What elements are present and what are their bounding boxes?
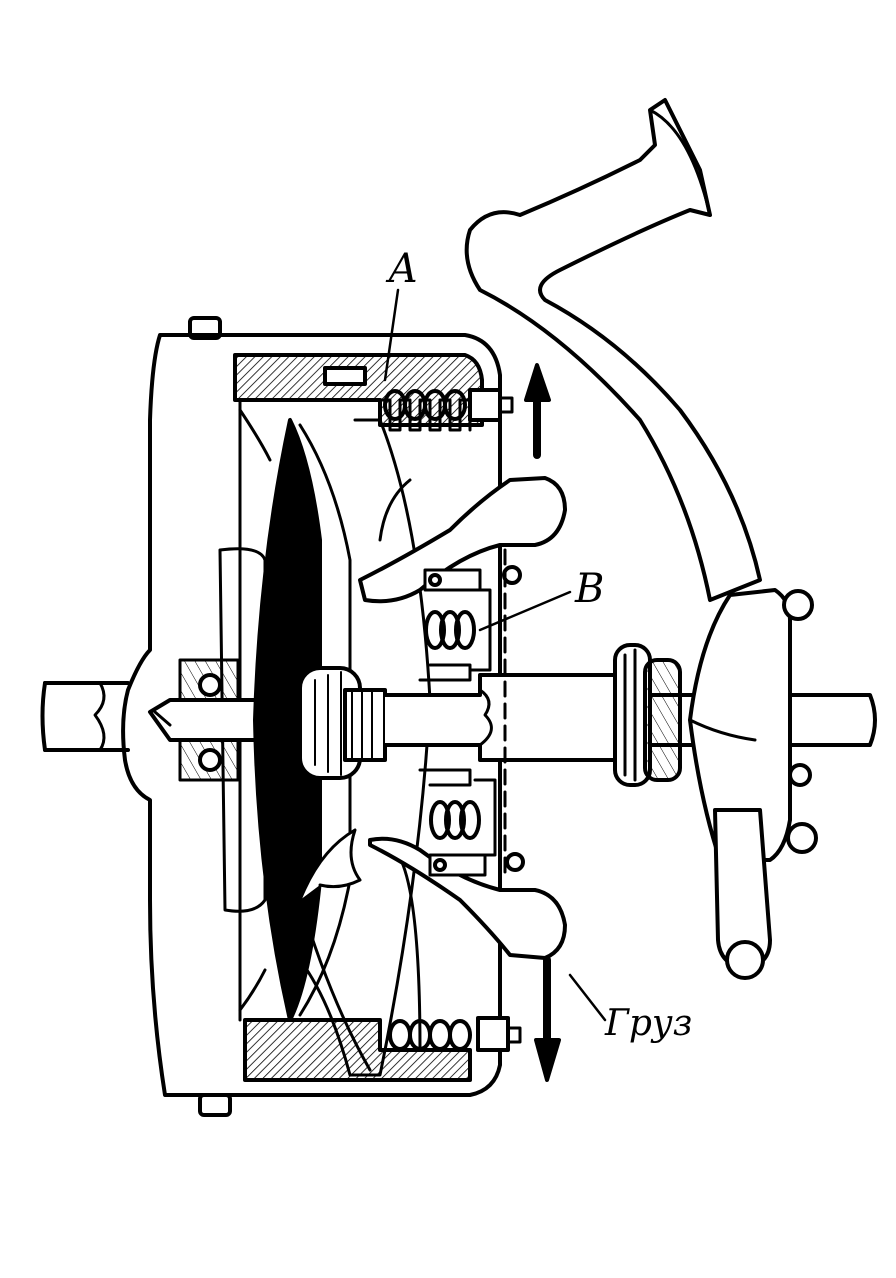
pressure-plate bbox=[298, 418, 432, 1077]
friction-disc bbox=[253, 418, 387, 1022]
clutch-pedal bbox=[464, 98, 762, 602]
label-a: А bbox=[385, 246, 418, 292]
leader-weight bbox=[568, 973, 607, 1022]
spring-b-top bbox=[424, 588, 492, 672]
spring-bottom bbox=[388, 1016, 522, 1052]
flywheel bbox=[121, 316, 502, 1117]
lever-weight-top bbox=[358, 476, 567, 604]
input-shaft bbox=[40, 658, 282, 782]
leader-b bbox=[478, 590, 572, 632]
release-fork bbox=[688, 588, 818, 980]
spring-a-top bbox=[378, 388, 514, 432]
lever-weight-bottom bbox=[368, 836, 567, 960]
arrow-down bbox=[534, 956, 561, 1082]
leader-a bbox=[383, 288, 400, 382]
spring-b-bottom bbox=[429, 778, 497, 857]
label-weight: Груз bbox=[604, 1003, 692, 1044]
label-b: В bbox=[574, 566, 604, 612]
arrow-up bbox=[524, 363, 551, 459]
